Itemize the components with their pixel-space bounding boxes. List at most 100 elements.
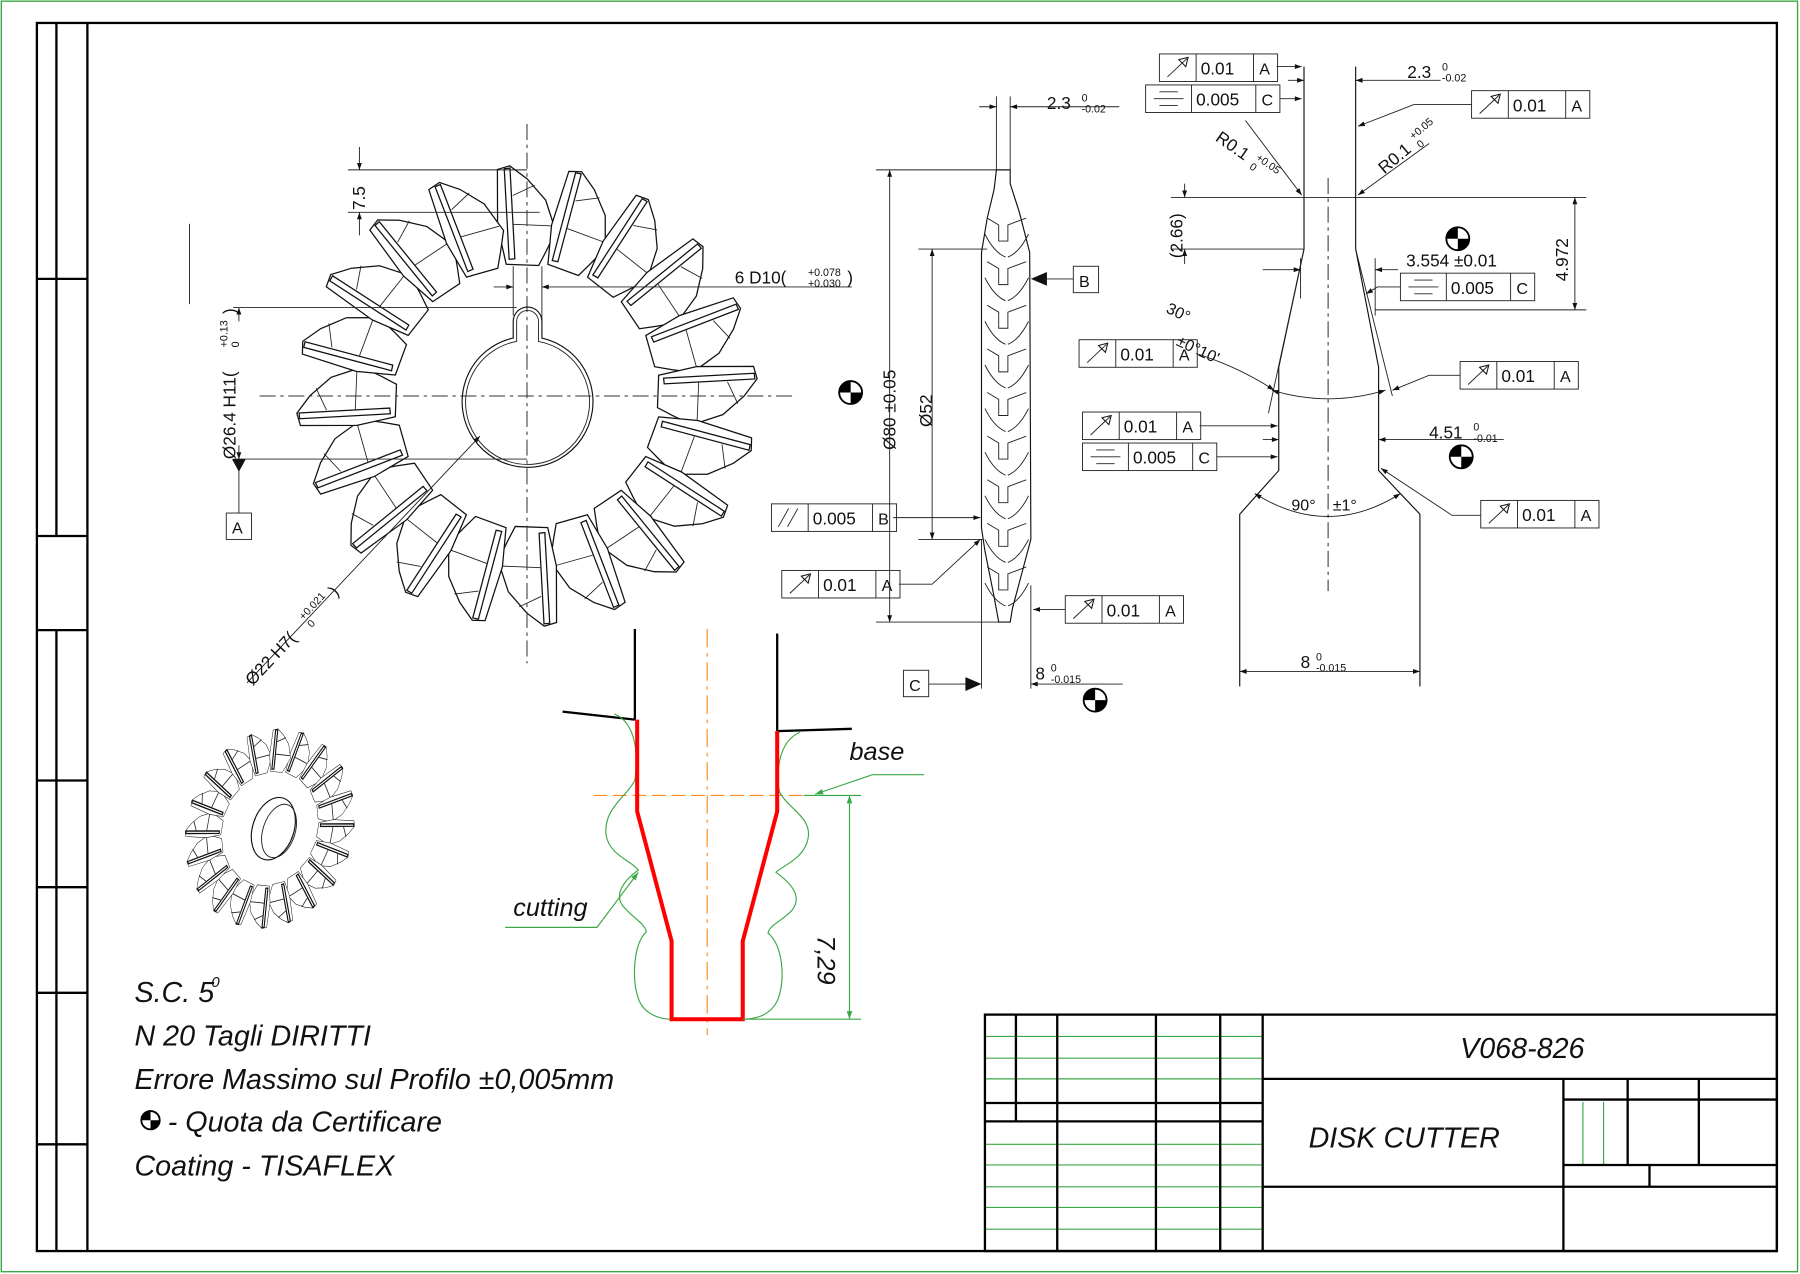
angle-90-value: 90° — [1291, 497, 1315, 515]
tip-width-profile-dim-value: 2.3 — [1407, 62, 1431, 82]
fcf-datum-ref: C — [1516, 280, 1528, 298]
note-certify: - Quota da Certificare — [168, 1107, 442, 1139]
gear-tooth — [230, 879, 255, 926]
bore-22-dim-value: Ø22 H7( — [241, 628, 300, 689]
total-width-side-dim-value: 8 — [1035, 663, 1045, 683]
fcf-tolerance-value: 0.01 — [1124, 417, 1157, 437]
fcf-datum-ref: C — [1198, 450, 1210, 468]
keyway-dim: 6 D10(+0.078+0.030) — [735, 267, 853, 290]
gear-tooth — [184, 812, 224, 838]
fcf-tolerance-value: 0.01 — [1522, 505, 1555, 525]
datum-a: A — [225, 512, 252, 540]
bore-22-dim-upper-tol: +0.021 — [297, 590, 328, 622]
total-width-side-dim-lower-tol: -0.015 — [1051, 674, 1081, 686]
gear-tooth — [428, 181, 505, 278]
isometric-bore — [250, 796, 298, 861]
notes: S.C. 5 0 N 20 Tagli DIRITTI Errore Massi… — [134, 974, 614, 1182]
total-width-profile-dim-value: 8 — [1301, 652, 1311, 672]
tip-width-side-dim-value: 2.3 — [1047, 93, 1071, 113]
angle-30-value: 30° — [1163, 299, 1193, 326]
tip-width-side-dim: 2.3 0-0.02 — [1047, 92, 1106, 115]
mid-width-dim: 3.554 ±0.01 — [1406, 250, 1497, 270]
fcf-parallelism: 0.005 B — [770, 503, 898, 532]
gear-tooth — [620, 238, 704, 330]
fcf-tolerance-value: 0.005 — [1451, 278, 1494, 298]
angle-90-tolerance: ±1° — [1333, 497, 1357, 515]
bore-outline-inner — [465, 310, 590, 465]
gear-tooth — [300, 857, 337, 889]
bore-outline — [461, 306, 594, 468]
fcf-leaders — [893, 64, 1481, 612]
gear-tooth — [301, 317, 408, 376]
circular-runout-icon — [1072, 598, 1095, 619]
radius-left-dim-lower-tol: 0 — [1247, 161, 1259, 174]
tip-width-side-dim-lower-tol: -0.02 — [1082, 103, 1106, 115]
radius-right-dim-upper-tol: +0.05 — [1408, 116, 1436, 143]
title-block: V068-826 DISK CUTTER — [983, 1013, 1779, 1253]
datum-c: C — [902, 669, 982, 698]
gear-tooth — [316, 790, 354, 823]
width-451-dim: 4.51 0-0.01 — [1429, 422, 1498, 445]
gear-tooth — [396, 493, 468, 598]
total-width-side-dim-upper-tol: 0 — [1051, 663, 1057, 675]
tip-width-side-dim-upper-tol: 0 — [1082, 92, 1088, 104]
gear-tooth — [269, 728, 291, 773]
bore-26-dim-lower-tol: 0 — [230, 341, 242, 347]
gear-tooth — [248, 884, 271, 929]
gear-tooth — [549, 514, 626, 611]
symmetry-icon — [1090, 449, 1121, 465]
gear-tooth — [350, 462, 434, 554]
cutter-side-view — [980, 169, 1032, 623]
radius-left-dim: R0.1+0.050 — [1212, 127, 1282, 177]
gear-tooth — [186, 834, 224, 867]
datum-b: B — [1030, 265, 1100, 294]
width-451-dim-value: 4.51 — [1429, 422, 1462, 442]
width-451-dim-lower-tol: -0.01 — [1473, 433, 1497, 445]
gear-tooth — [645, 297, 742, 374]
tip-height-dim: (2.66) — [1166, 213, 1186, 258]
fcf-datum-ref: A — [1571, 97, 1582, 115]
certify-dimension-icon — [1448, 444, 1474, 470]
width-451-dim-upper-tol: 0 — [1473, 422, 1479, 434]
gear-tooth — [196, 855, 231, 894]
datum-a-triangle — [232, 459, 246, 472]
note-certify-icon — [140, 1110, 161, 1131]
gear-tooth — [203, 768, 240, 801]
bore-26-dim-close: ) — [219, 308, 239, 314]
fcf-tolerance-value: 0.01 — [1107, 600, 1140, 620]
datum-a-label: A — [232, 520, 243, 538]
fcf-tolerance-value: 0.005 — [813, 509, 856, 529]
datum-b-label: B — [1079, 273, 1090, 291]
base-label: base — [849, 738, 904, 766]
angle-90-dim: 90° ±1° — [1291, 497, 1356, 515]
hub-diameter-dim: Ø52 — [916, 394, 936, 427]
fcf-datum-ref: B — [878, 511, 889, 529]
fcf-tolerance-value: 0.01 — [1120, 344, 1153, 364]
gear-tooth — [267, 881, 294, 924]
angle-30-dim: 30° ±0°10' — [1163, 299, 1222, 367]
cutting-label: cutting — [513, 894, 587, 922]
profile-height-dim: 7,29 — [811, 935, 839, 984]
certification-symbols — [140, 226, 1474, 1131]
certify-dimension-icon — [838, 380, 864, 405]
gear-centerlines — [259, 123, 797, 664]
gear-tooth — [586, 194, 658, 299]
gear-tooth — [212, 869, 241, 914]
circular-runout-icon — [1090, 414, 1112, 436]
circular-runout-icon — [1167, 56, 1189, 78]
gear-tooth — [310, 840, 350, 867]
fcf-tolerance-value: 0.01 — [1513, 95, 1546, 115]
